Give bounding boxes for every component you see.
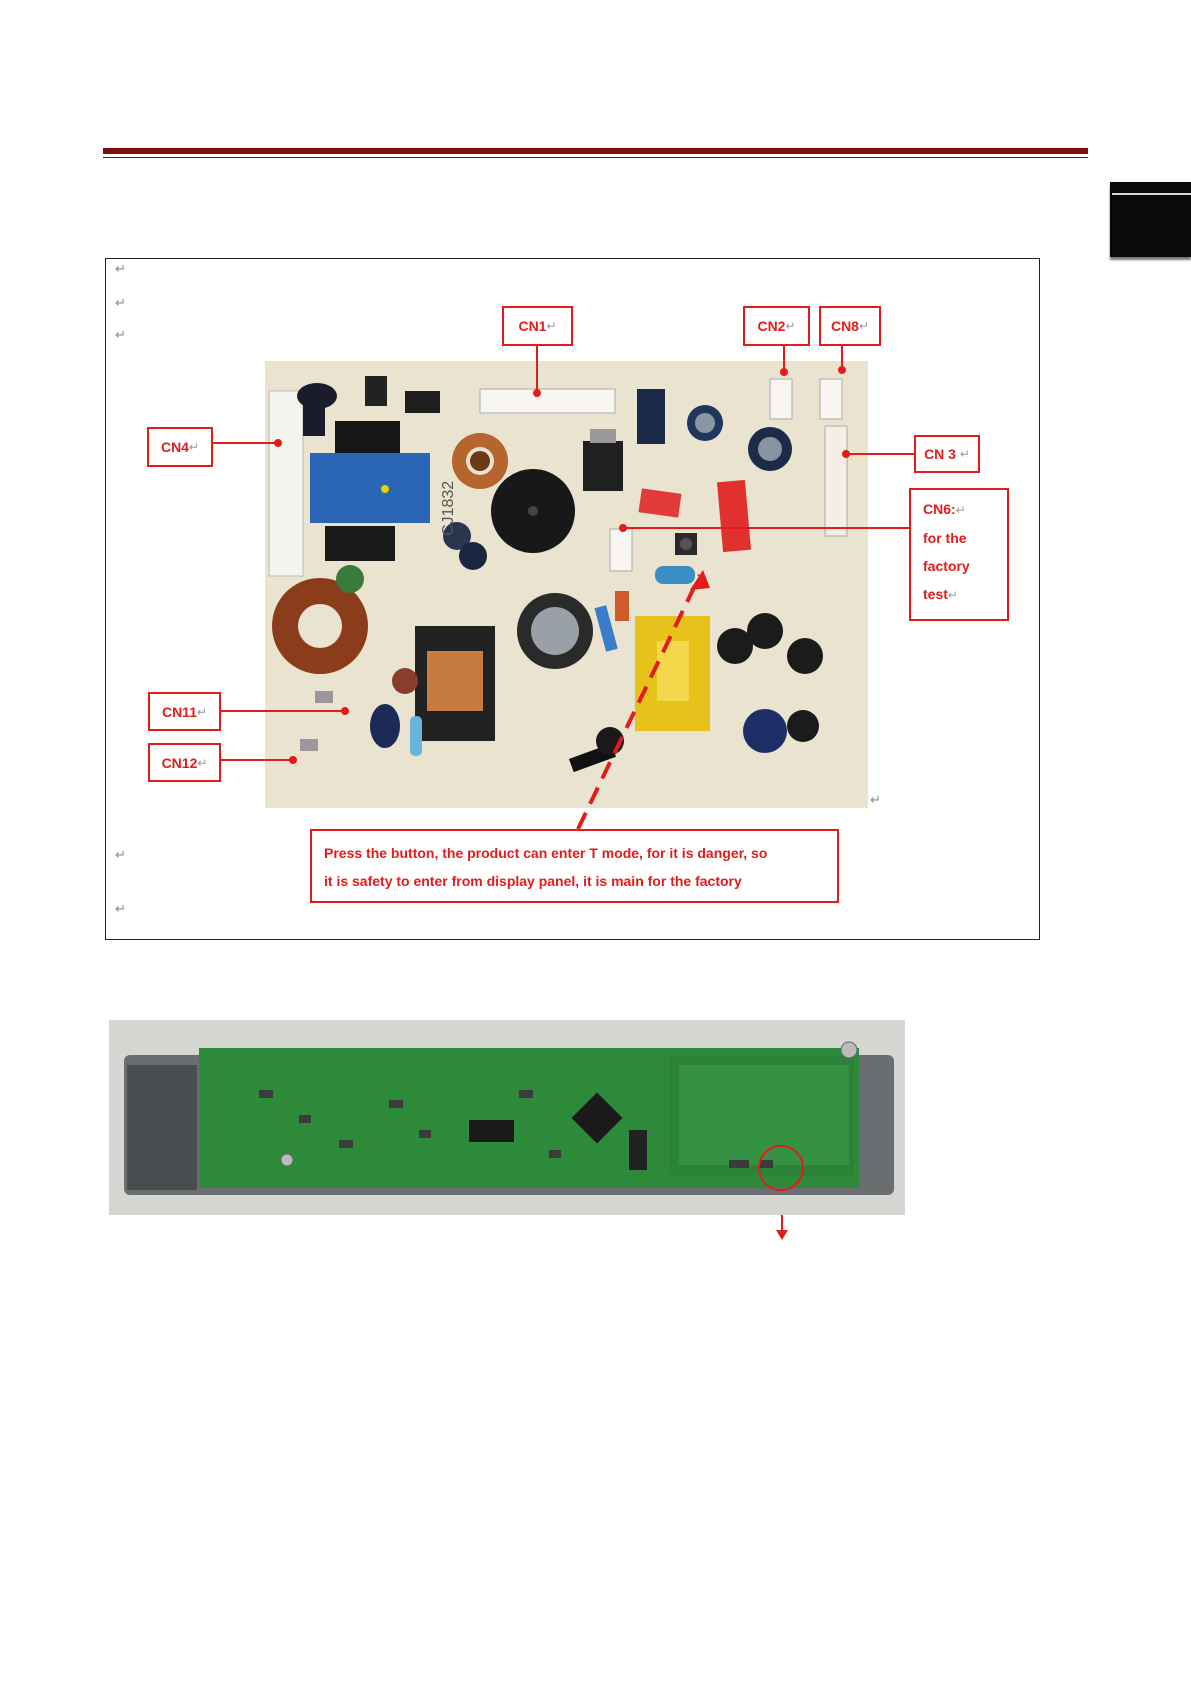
- paragraph-mark: ↵: [785, 319, 795, 333]
- display-board-photo: [109, 1020, 905, 1215]
- label-cn4-text: CN4: [161, 439, 189, 455]
- label-cn6-line: for the: [923, 524, 995, 552]
- paragraph-mark: ↵: [948, 588, 958, 602]
- paragraph-mark: ↵: [189, 440, 199, 454]
- label-cn6-line: CN6:: [923, 501, 956, 517]
- label-cn6-line: factory: [923, 552, 995, 580]
- label-cn3: CN 3 ↵: [914, 435, 980, 473]
- note-line: it is safety to enter from display panel…: [324, 867, 825, 895]
- label-cn6-line: test: [923, 586, 948, 602]
- paragraph-mark: ↵: [859, 319, 869, 333]
- label-cn1: CN1↵: [502, 306, 573, 346]
- label-cn6: CN6:↵ for the factory test↵: [909, 488, 1009, 621]
- label-cn11: CN11↵: [148, 692, 221, 731]
- paragraph-mark: ↵: [956, 503, 966, 517]
- label-cn2: CN2↵: [743, 306, 810, 346]
- note-line: Press the button, the product can enter …: [324, 839, 825, 867]
- paragraph-mark: ↵: [960, 447, 970, 461]
- paragraph-mark: ↵: [197, 756, 207, 770]
- label-cn1-text: CN1: [518, 318, 546, 334]
- label-cn3-text: CN 3: [924, 446, 956, 462]
- paragraph-mark: ↵: [197, 705, 207, 719]
- paragraph-mark: ↵: [546, 319, 556, 333]
- label-cn11-text: CN11: [162, 704, 197, 720]
- label-cn12: CN12↵: [148, 743, 221, 782]
- test-button-note: Press the button, the product can enter …: [310, 829, 839, 903]
- label-cn12-text: CN12: [162, 755, 198, 771]
- label-cn8-text: CN8: [831, 318, 859, 334]
- label-cn8: CN8↵: [819, 306, 881, 346]
- label-cn4: CN4↵: [147, 427, 213, 467]
- label-cn2-text: CN2: [757, 318, 785, 334]
